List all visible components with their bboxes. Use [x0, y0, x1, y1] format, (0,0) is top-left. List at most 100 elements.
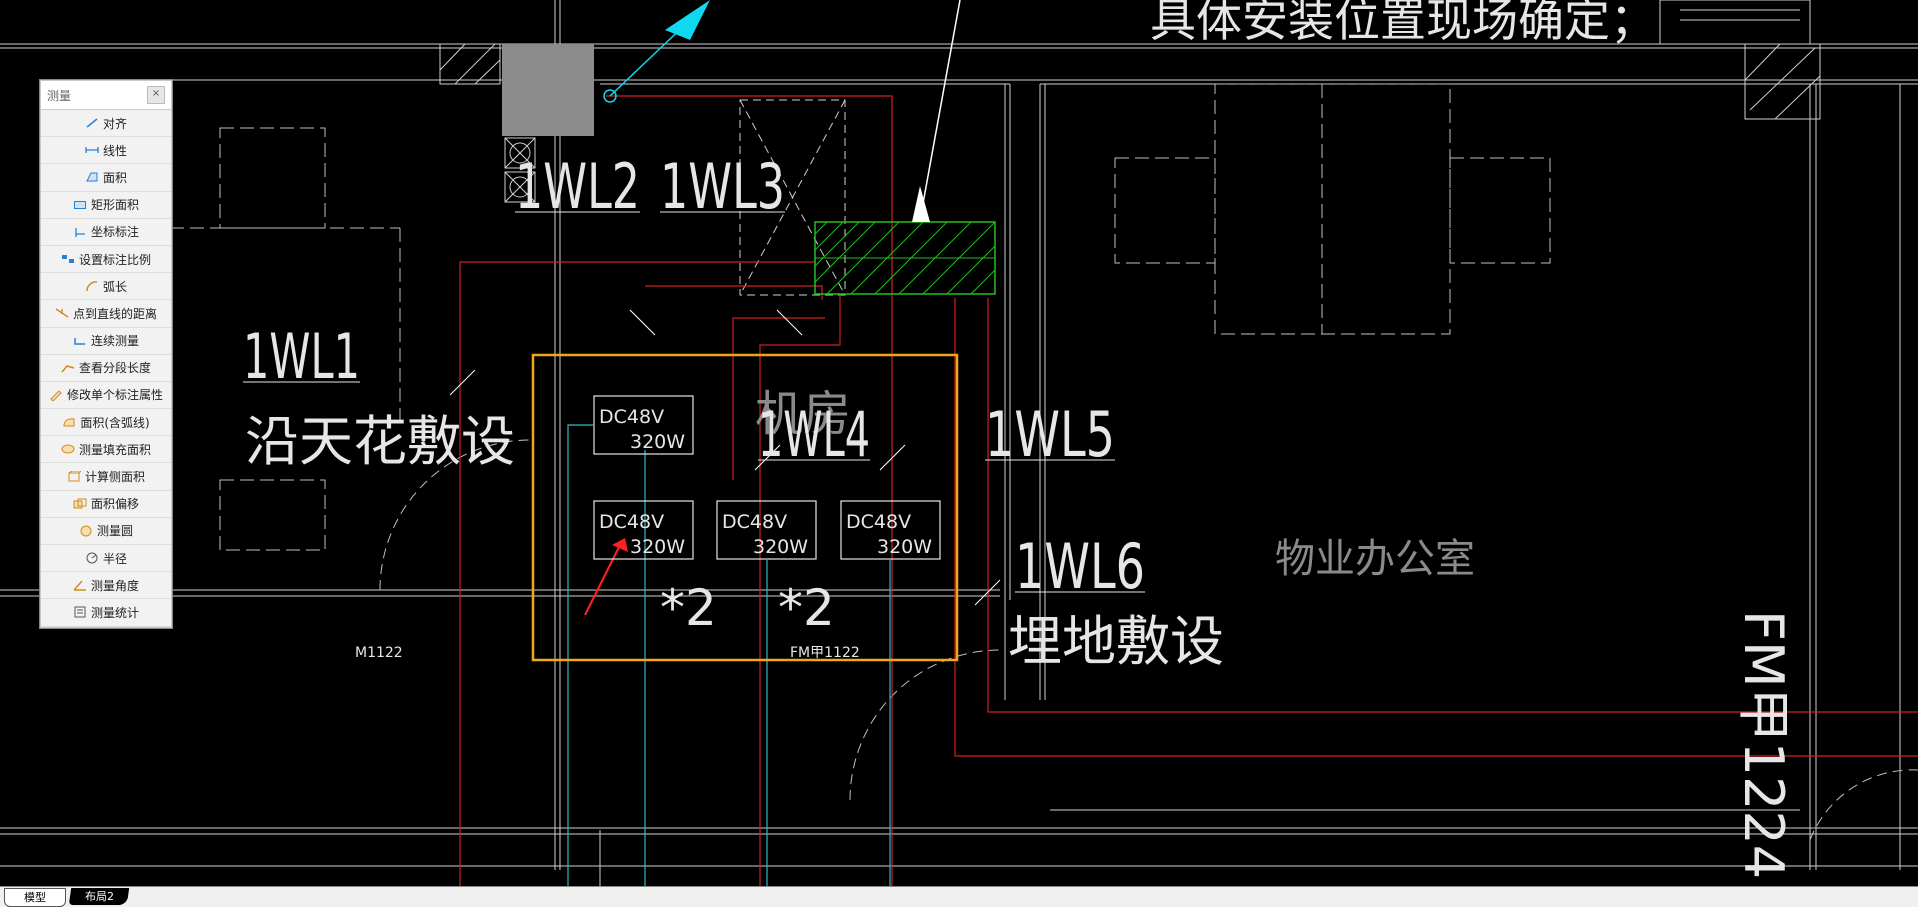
- multiplier-text: *2: [660, 579, 717, 637]
- coordinate-icon: [75, 227, 85, 237]
- measure-tool-label: 计算侧面积: [84, 470, 145, 485]
- radius-icon: [86, 552, 98, 564]
- tick-marks: [449, 309, 1001, 606]
- cyan-wires: [567, 424, 891, 886]
- hatched-walls: [439, 0, 1821, 120]
- room-label-machine: 机房: [755, 386, 851, 442]
- hatched-equipment: [814, 221, 996, 295]
- area-offset-icon: [73, 498, 87, 509]
- measure-tool-item[interactable]: 测量角度: [41, 572, 171, 600]
- measure-tool-item[interactable]: 测量填充面积: [41, 436, 171, 464]
- close-icon[interactable]: ×: [147, 86, 165, 104]
- cable-note-underground: 埋地敷设: [1008, 610, 1224, 673]
- edit-dim-icon: [50, 390, 62, 401]
- measure-panel-title: 测量: [47, 88, 72, 103]
- scale-icon: [61, 255, 74, 264]
- area-icon: [86, 172, 98, 182]
- cad-drawing-canvas[interactable]: 具体安装位置现场确定； 1WL2 1WL3 1WL1 沿天花敷设 机房 1WL4…: [0, 0, 1918, 886]
- circuit-label-1wl6: 1WL6: [1015, 530, 1145, 603]
- side-area-icon: [68, 470, 81, 482]
- measure-tool-item[interactable]: 半径: [41, 545, 171, 573]
- measure-tool-label: 坐标标注: [90, 225, 139, 240]
- measure-panel-header[interactable]: 测量 ×: [41, 81, 171, 110]
- circuit-label-1wl3: 1WL3: [660, 150, 785, 223]
- room-label-office: 物业办公室: [1275, 536, 1475, 582]
- measure-tool-label: 半径: [102, 551, 127, 566]
- measure-tool-label: 查看分段长度: [78, 361, 151, 376]
- measure-tool-item[interactable]: 点到直线的距离: [41, 300, 171, 328]
- circle-icon: [80, 525, 92, 537]
- leader-arrows: [584, 0, 961, 616]
- circuit-label-1wl4: 1WL4: [758, 398, 870, 471]
- cable-note-ceiling: 沿天花敷设: [245, 410, 515, 473]
- measure-tool-label: 面积偏移: [90, 497, 139, 512]
- measure-tool-label: 修改单个标注属性: [66, 388, 163, 403]
- drawing-texts: 具体安装位置现场确定； 1WL2 1WL3 1WL1 沿天花敷设 机房 1WL4…: [243, 0, 1795, 879]
- measure-tool-item[interactable]: 坐标标注: [41, 219, 171, 246]
- arc-icon: [86, 281, 98, 292]
- measure-tool-label: 线性: [102, 143, 127, 158]
- tab-model[interactable]: 模型: [4, 888, 66, 907]
- measure-tool-item[interactable]: 修改单个标注属性: [41, 382, 171, 410]
- equipment-power: 320W: [630, 431, 685, 453]
- multiplier-text: *2: [778, 579, 835, 637]
- linear-icon: [85, 147, 99, 154]
- equipment-voltage: DC48V: [722, 511, 787, 533]
- equipment-power: 320W: [630, 536, 685, 558]
- door-label: FM甲1122: [790, 645, 860, 661]
- measure-tool-item[interactable]: 测量统计: [41, 599, 171, 627]
- arc-area-icon: [63, 418, 75, 427]
- door-arcs: [379, 439, 1918, 841]
- measure-tool-label: 面积(含弧线): [80, 415, 150, 430]
- angle-icon: [73, 580, 86, 591]
- measure-tool-label: 测量填充面积: [78, 442, 151, 457]
- measure-tool-list: 对齐线性面积矩形面积坐标标注设置标注比例弧长点到直线的距离连续测量查看分段长度修…: [41, 110, 171, 627]
- tab-label: 布局2: [84, 890, 114, 903]
- measure-tool-label: 对齐: [102, 116, 127, 131]
- measure-tool-label: 设置标注比例: [78, 252, 151, 267]
- measure-tool-item[interactable]: 面积: [41, 164, 171, 192]
- measure-tool-label: 测量角度: [90, 578, 139, 593]
- measure-tool-item[interactable]: 弧长: [41, 273, 171, 301]
- stats-icon: [74, 606, 86, 618]
- measure-tool-label: 点到直线的距离: [72, 306, 157, 321]
- measure-tool-label: 测量圆: [96, 524, 133, 539]
- measure-tool-item[interactable]: 测量圆: [41, 518, 171, 545]
- top-note-text: 具体安装位置现场确定；: [1150, 0, 1656, 47]
- measure-tool-item[interactable]: 查看分段长度: [41, 355, 171, 382]
- measure-tool-item[interactable]: 面积(含弧线): [41, 409, 171, 437]
- continuous-icon: [74, 337, 85, 345]
- equipment-voltage: DC48V: [846, 511, 911, 533]
- small-equipment: [504, 137, 536, 203]
- segment-icon: [61, 364, 75, 373]
- measure-tool-item[interactable]: 计算侧面积: [41, 463, 171, 491]
- door-label: M1122: [355, 645, 403, 661]
- equipment-power: 320W: [753, 536, 808, 558]
- measure-tool-item[interactable]: 面积偏移: [41, 491, 171, 518]
- measure-tool-item[interactable]: 设置标注比例: [41, 246, 171, 274]
- tab-label: 模型: [24, 891, 46, 904]
- align-icon: [86, 118, 98, 128]
- equipment-voltage: DC48V: [599, 511, 664, 533]
- measure-panel[interactable]: 测量 × 对齐线性面积矩形面积坐标标注设置标注比例弧长点到直线的距离连续测量查看…: [40, 80, 172, 628]
- measure-tool-label: 矩形面积: [90, 198, 139, 213]
- furniture-outlines: [170, 83, 1551, 551]
- equipment-boxes: [593, 395, 941, 560]
- door-label-vertical: FM甲1224: [1732, 610, 1795, 879]
- circuit-label-1wl1: 1WL1: [243, 320, 360, 393]
- wall-lines: [0, 0, 1918, 886]
- measure-tool-item[interactable]: 矩形面积: [41, 192, 171, 219]
- measure-tool-item[interactable]: 线性: [41, 137, 171, 165]
- measure-tool-label: 弧长: [102, 279, 127, 294]
- rect-area-icon: [73, 200, 86, 209]
- circuit-label-1wl5: 1WL5: [985, 398, 1115, 471]
- measure-tool-label: 面积: [102, 170, 127, 185]
- red-wires: [459, 95, 1918, 886]
- tab-layout2[interactable]: 布局2: [68, 888, 130, 905]
- measure-tool-item[interactable]: 对齐: [41, 110, 171, 138]
- measure-tool-label: 连续测量: [90, 334, 139, 349]
- measure-tool-label: 测量统计: [90, 605, 139, 620]
- equipment-voltage: DC48V: [599, 406, 664, 428]
- measure-tool-item[interactable]: 连续测量: [41, 328, 171, 355]
- equipment-power: 320W: [877, 536, 932, 558]
